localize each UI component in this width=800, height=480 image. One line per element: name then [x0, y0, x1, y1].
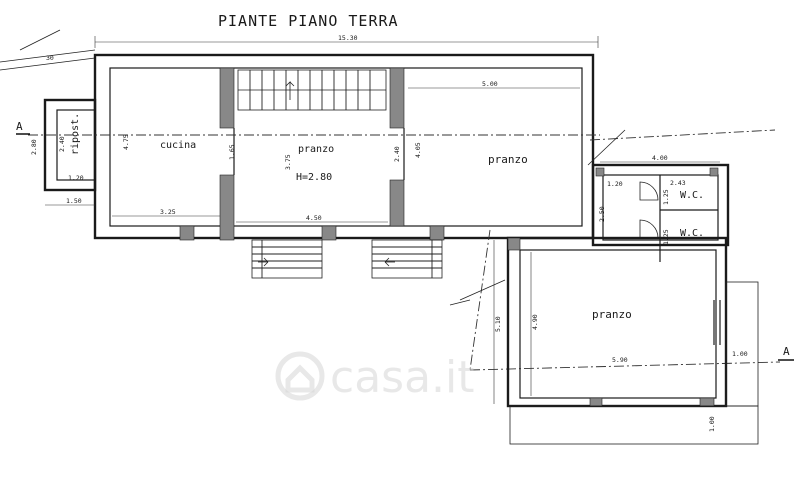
plan-title: PIANTE PIANO TERRA: [218, 12, 399, 30]
room-label-cucina: cucina: [160, 140, 196, 151]
dim-ripost-width: 1.20: [68, 174, 84, 182]
dim-wc-b: 2.43: [670, 179, 686, 187]
dim-wc-a: 1.20: [607, 180, 623, 188]
dim-ripost-inner: 2.40: [58, 136, 66, 152]
dim-left-offset: 1.50: [66, 197, 82, 205]
section-line-a: A A: [16, 120, 794, 371]
dim-wall-1: 1.65: [228, 144, 236, 160]
dim-wc-block-width: 4.00: [652, 154, 668, 162]
dim-cucina-width: 3.25: [160, 208, 176, 216]
dim-pranzo2-height: 4.05: [414, 142, 422, 158]
boundary-lines: 30: [0, 29, 96, 71]
room-label-pranzo-1: pranzo: [298, 144, 334, 155]
dim-pranzo2-width: 5.00: [482, 80, 498, 88]
watermark: casa.it: [275, 351, 475, 403]
dim-right-offset: 1.00: [732, 350, 748, 358]
dim-wc-d: 1.25: [662, 189, 670, 205]
dim-bottom-offset: 1.00: [708, 416, 716, 432]
room-label-ripost: ripost.: [70, 113, 81, 155]
dim-pranzo3-width: 5.90: [612, 356, 628, 364]
entrance-steps: [179, 225, 445, 279]
lower-extension: pranzo 5.10 4.90 5.90 1.00 1.00: [449, 236, 759, 445]
dim-pranzo-width: 4.50: [306, 214, 322, 222]
top-dimension: 15.30: [94, 34, 599, 48]
watermark-text: casa.it: [330, 352, 475, 403]
dim-ripost-height: 2.80: [30, 139, 38, 155]
room-height: H=2.80: [296, 172, 332, 183]
ripostiglio: ripost. 2.80 2.40 1.20 1.50: [30, 98, 97, 206]
dim-total-width: 15.30: [338, 34, 358, 42]
room-label-pranzo-3: pranzo: [592, 308, 632, 321]
section-mark-left: A: [16, 120, 23, 133]
section-mark-right: A: [783, 345, 790, 358]
dim-cucina-height: 4.75: [122, 134, 130, 150]
internal-staircase: [237, 69, 387, 111]
wc-block: W.C. W.C. 4.00 1.20 2.43 2.50 1.25 1.25: [587, 129, 730, 262]
interior-walls: [219, 67, 405, 241]
dim-top-left: 30: [46, 54, 54, 62]
dim-wall-2: 2.40: [393, 146, 401, 162]
dim-wc-c: 2.50: [598, 206, 606, 222]
room-label-wc-1: W.C.: [680, 190, 704, 201]
dim-pranzo-height: 3.75: [284, 154, 292, 170]
dim-pranzo3-height-b: 4.90: [531, 314, 539, 330]
room-label-pranzo-2: pranzo: [488, 153, 528, 166]
dim-pranzo3-height-a: 5.10: [494, 316, 502, 332]
room-label-wc-2: W.C.: [680, 228, 704, 239]
